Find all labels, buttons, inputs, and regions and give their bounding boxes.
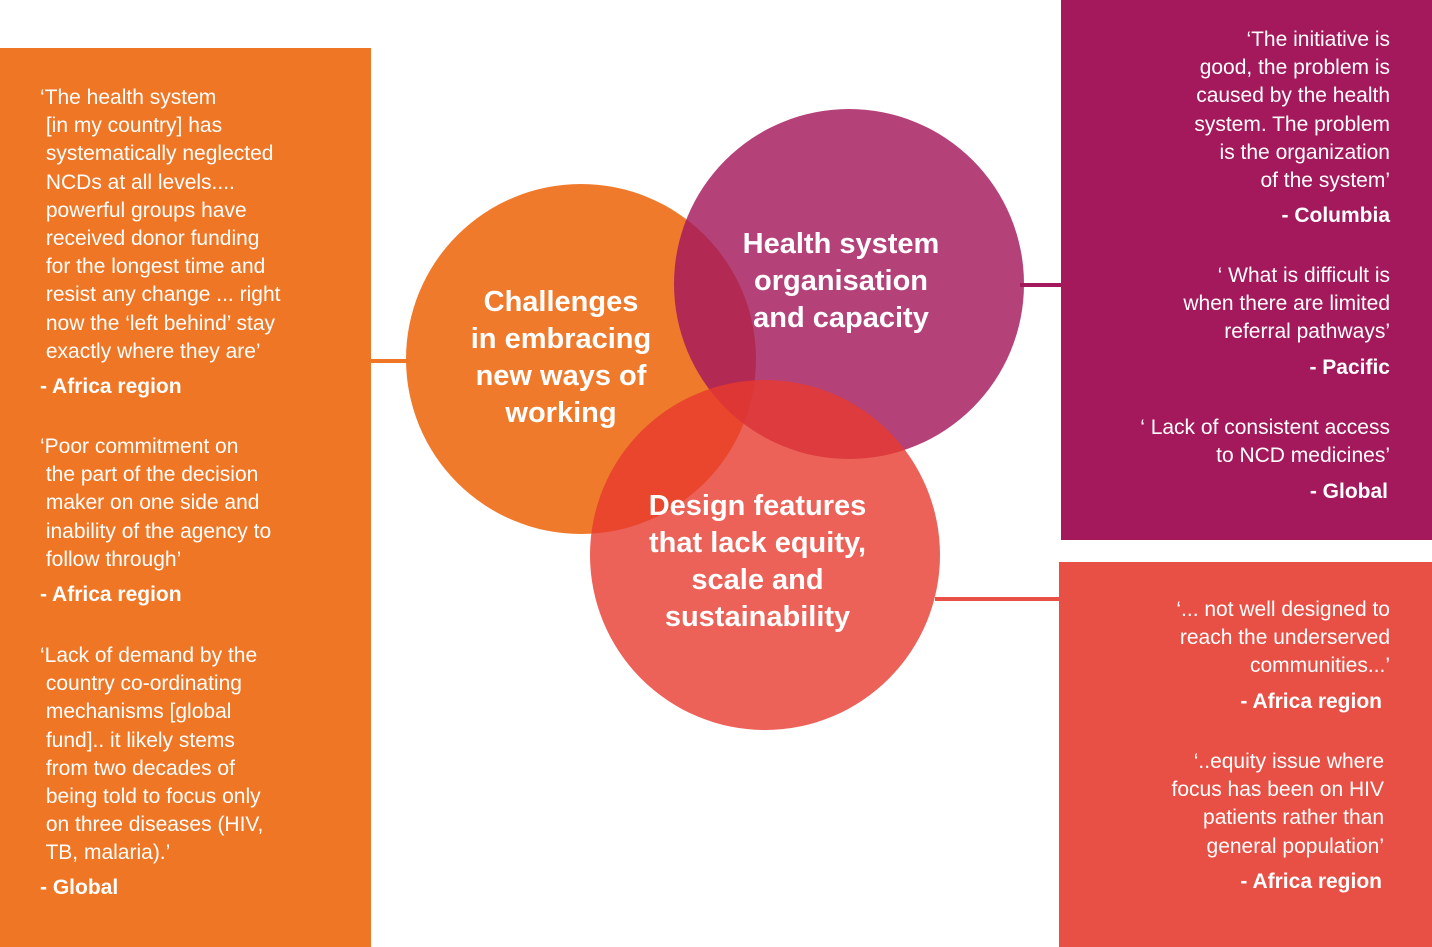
quote-text: ‘... not well designed to reach the unde… — [1176, 598, 1390, 678]
circle-label-health-system: Health system organisation and capacity — [742, 228, 940, 334]
top-right-quote-panel: ‘The initiative is good, the problem is … — [1061, 0, 1432, 540]
quote-text: ‘ Lack of consistent access to NCD medic… — [1140, 416, 1390, 468]
bottom-right-quote-panel: ‘... not well designed to reach the unde… — [1059, 562, 1432, 947]
quote-attribution: - Africa region — [1240, 870, 1382, 893]
connector-top-right — [1020, 283, 1062, 287]
quote-attribution: - Africa region — [40, 583, 182, 606]
quote-text: ‘Poor commitment on the part of the deci… — [40, 435, 272, 571]
quote-text: ‘The health system [in my country] has s… — [40, 86, 281, 363]
quote-attribution: - Africa region — [1240, 690, 1382, 713]
quote-attribution: - Global — [1309, 480, 1388, 503]
quote-text: ‘Lack of demand by the country co-ordina… — [40, 644, 264, 865]
quote-attribution: - Global — [40, 876, 119, 899]
quote-attribution: - Africa region — [40, 375, 182, 398]
circle-label-challenges: Challenges in embracing new ways of work… — [470, 286, 652, 429]
left-quote-panel: ‘The health system [in my country] has s… — [0, 48, 371, 947]
quote-attribution: - Columbia — [1281, 204, 1391, 227]
circle-label-design: Design features that lack equity, scale … — [648, 490, 867, 633]
connector-left — [370, 359, 410, 363]
connector-bottom-right — [935, 597, 1060, 601]
quote-text: ‘The initiative is good, the problem is … — [1194, 28, 1390, 193]
circle-health-system — [674, 109, 1024, 459]
quote-text: ‘..equity issue where focus has been on … — [1171, 750, 1384, 858]
circle-design — [590, 380, 940, 730]
quote-text: ‘ What is difficult is when there are li… — [1183, 264, 1390, 344]
quote-attribution: - Pacific — [1309, 356, 1390, 379]
